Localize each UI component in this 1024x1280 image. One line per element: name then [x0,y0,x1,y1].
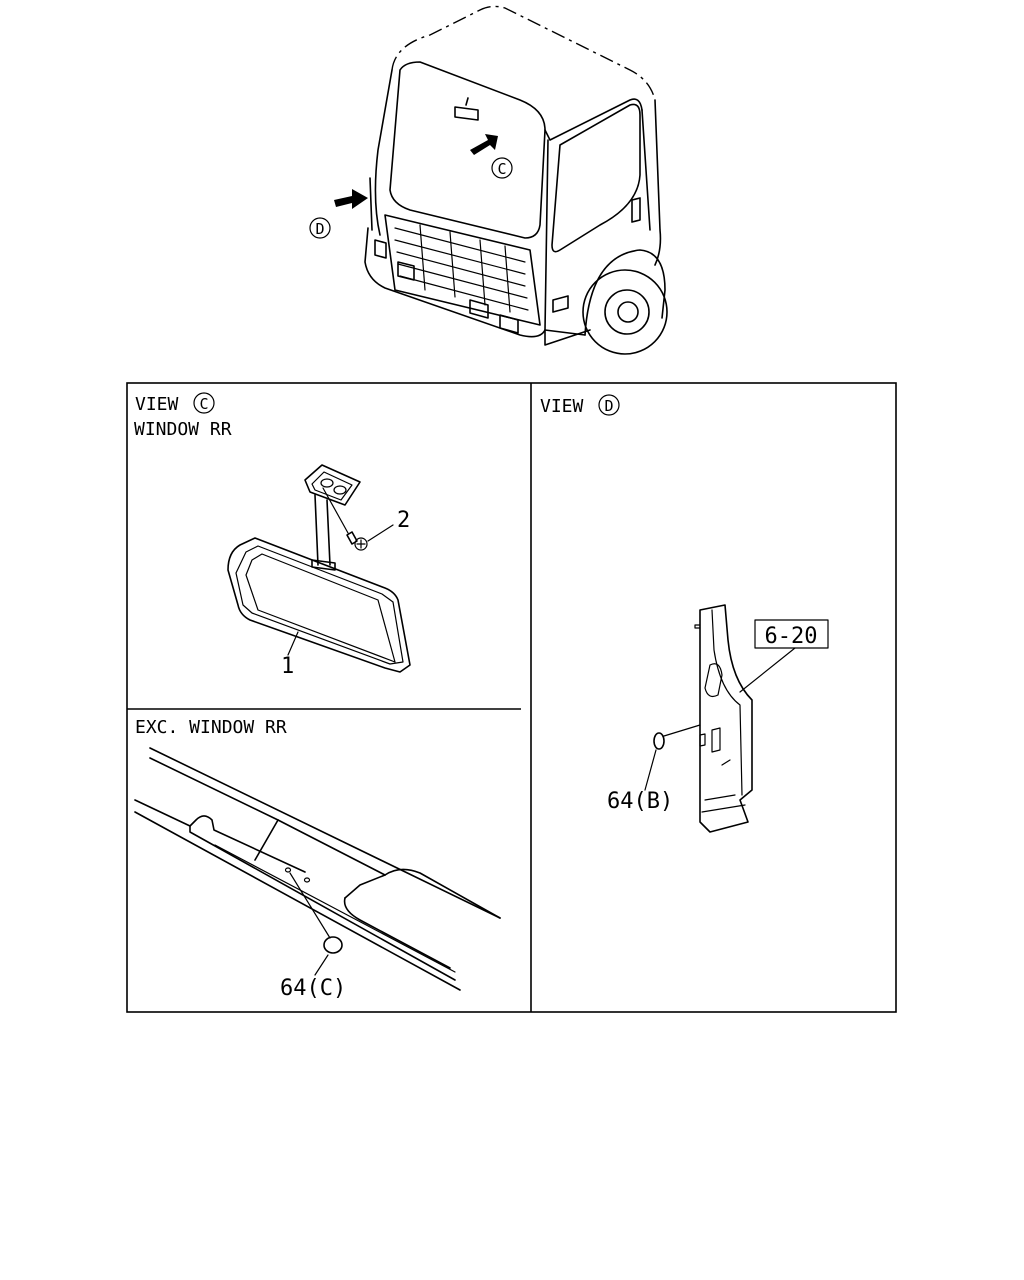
panel-frame [126,382,897,1013]
rear-view-mirror-drawing [227,464,411,673]
arrow-d-icon [334,189,368,209]
svg-text:C: C [497,160,506,178]
panel-view-d: VIEW D 6-20 64(B) [540,394,829,833]
view-c-title: VIEW [135,394,179,415]
panel-exc-window-rr: EXC. WINDOW RR 64(C) [134,717,501,1001]
svg-text:D: D [315,220,324,238]
view-d-letter: D [604,397,613,415]
ref-box-6-20 [754,619,829,649]
view-c-subtitle: WINDOW RR [134,419,232,440]
view-c-letter: C [199,395,208,413]
view-d-title: VIEW [540,396,584,417]
callout-1-mirror: 1 [281,654,294,679]
callout-64c-plug: 64(C) [280,976,346,1001]
truck-cab-illustration: C D [309,5,668,355]
view-c-marker: C [491,157,513,179]
roof-header-drawing [134,747,501,991]
panel-view-c: VIEW C WINDOW RR 2 1 [134,392,411,679]
arrow-c-icon [470,134,498,155]
view-d-marker: D [309,217,331,239]
exc-title: EXC. WINDOW RR [135,717,287,738]
callout-2-screw: 2 [397,508,410,533]
callout-64b-plug: 64(B) [607,789,673,814]
pillar-panel-drawing [644,604,796,833]
ref-box-label: 6-20 [765,624,818,649]
